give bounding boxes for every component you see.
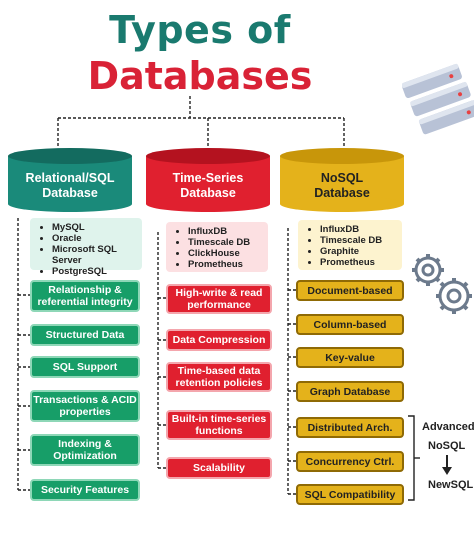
list-item: PostgreSQL xyxy=(52,266,136,277)
nosql-label-line1: NoSQL xyxy=(320,171,364,185)
list-item: InfluxDB xyxy=(188,226,262,237)
list-item: Prometheus xyxy=(320,257,396,268)
timeseries-label-line1: Time-Series xyxy=(172,171,244,185)
timeseries-examples: InfluxDB Timescale DB ClickHouse Prometh… xyxy=(166,222,268,272)
timeseries-cylinder: Time-Series Database xyxy=(146,148,270,212)
list-item: Microsoft SQL Server xyxy=(52,244,136,266)
timeseries-feature: High-write & read performance xyxy=(166,284,272,314)
nosql-feature: Graph Database xyxy=(296,381,404,402)
relational-feature: Security Features xyxy=(30,479,140,501)
title-line2: Databases xyxy=(87,54,313,98)
nosql-feature: Document-based xyxy=(296,280,404,301)
nosql-cylinder: NoSQL Database xyxy=(280,148,404,212)
nosql-side-label: NoSQL xyxy=(428,440,466,452)
list-item: Graphite xyxy=(320,246,396,257)
timeseries-feature: Data Compression xyxy=(166,329,272,351)
list-item: InfluxDB xyxy=(320,224,396,235)
timeseries-feature: Scalability xyxy=(166,457,272,479)
title-line1: Types of xyxy=(109,8,291,52)
list-item: MySQL xyxy=(52,222,136,233)
relational-feature: SQL Support xyxy=(30,356,140,378)
nosql-feature: Column-based xyxy=(296,314,404,335)
relational-feature: Transactions & ACID properties xyxy=(30,390,140,422)
timeseries-feature: Time-based data retention policies xyxy=(166,362,272,392)
relational-label-line2: Database xyxy=(42,186,98,200)
nosql-feature: Key-value xyxy=(296,347,404,368)
relational-feature: Structured Data xyxy=(30,324,140,346)
list-item: Timescale DB xyxy=(320,235,396,246)
timeseries-feature: Built-in time-series functions xyxy=(166,410,272,440)
relational-cylinder: Relational/SQL Database xyxy=(8,148,132,212)
gears-icon xyxy=(412,254,472,314)
timeseries-label-line2: Database xyxy=(180,186,236,200)
newsql-label: NewSQL xyxy=(428,479,474,491)
nosql-feature: Concurrency Ctrl. xyxy=(296,451,404,472)
relational-feature: Relationship & referential integrity xyxy=(30,280,140,312)
nosql-feature: SQL Compatibility xyxy=(296,484,404,505)
relational-label-line1: Relational/SQL xyxy=(25,171,115,185)
list-item: Timescale DB xyxy=(188,237,262,248)
arrow-down-icon xyxy=(442,455,452,475)
advanced-label: Advanced xyxy=(422,421,474,433)
list-item: Prometheus xyxy=(188,259,262,270)
nosql-examples: InfluxDB Timescale DB Graphite Prometheu… xyxy=(298,220,402,270)
nosql-feature: Distributed Arch. xyxy=(296,417,404,438)
list-item: ClickHouse xyxy=(188,248,262,259)
nosql-label-line2: Database xyxy=(314,186,370,200)
relational-examples: MySQL Oracle Microsoft SQL Server Postgr… xyxy=(30,218,142,277)
relational-feature: Indexing & Optimization xyxy=(30,434,140,466)
list-item: Oracle xyxy=(52,233,136,244)
database-server-icon xyxy=(402,63,474,135)
